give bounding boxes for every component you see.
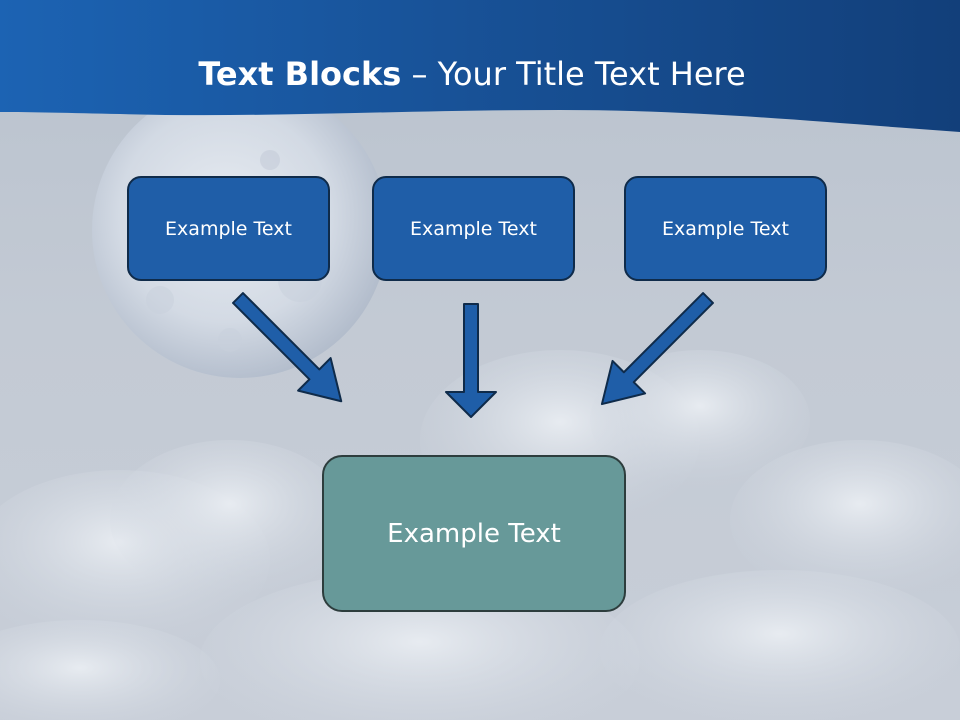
arrow-down-icon xyxy=(445,303,497,418)
arrow-left-icon xyxy=(232,292,343,403)
title-dash: – xyxy=(401,55,438,93)
arrow-right-icon xyxy=(600,292,714,406)
text-block-2-label: Example Text xyxy=(410,217,537,240)
result-block: Example Text xyxy=(322,455,626,612)
text-block-3-label: Example Text xyxy=(662,217,789,240)
title-bold: Text Blocks xyxy=(198,55,402,93)
text-block-3: Example Text xyxy=(624,176,827,281)
text-block-1-label: Example Text xyxy=(165,217,292,240)
title-rest: Your Title Text Here xyxy=(437,55,746,93)
header-band xyxy=(0,0,960,132)
text-block-1: Example Text xyxy=(127,176,330,281)
text-block-2: Example Text xyxy=(372,176,575,281)
result-block-label: Example Text xyxy=(387,518,561,549)
page-title: Text Blocks – Your Title Text Here xyxy=(0,52,944,96)
